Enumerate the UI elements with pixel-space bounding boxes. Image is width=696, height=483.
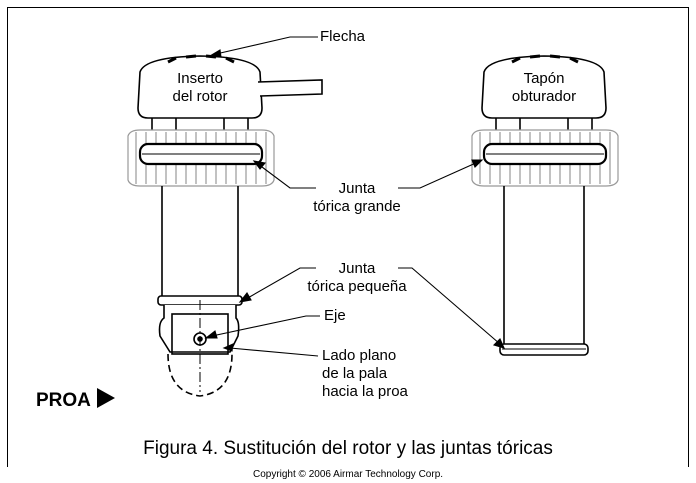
label-flat-side-line3: hacia la proa [322,383,408,400]
bow-arrow-icon [96,388,115,408]
flecha-arrow-marks [167,54,235,64]
label-flat-side: Lado plano de la pala hacia la proa [322,347,408,401]
label-small-oring-line1: Junta [338,260,376,277]
label-small-oring-line2: tórica pequeña [307,278,407,295]
rotor-insert-assembly [127,54,323,397]
label-small-oring: Junta tórica pequeña [290,260,424,296]
label-rotor-insert: Inserto del rotor [158,70,242,106]
plug-stem [503,186,585,344]
copyright-notice: Copyright © 2006 Airmar Technology Corp. [252,469,444,480]
rotor-cage [158,305,240,353]
label-large-oring-line2: tórica grande [313,198,401,215]
cable [257,79,323,97]
label-large-oring: Junta tórica grande [296,180,418,216]
label-large-oring-line1: Junta [338,180,376,197]
label-plug-line1: Tapón [523,70,565,87]
label-arrow: Flecha [320,28,366,45]
label-plug: Tapón obturador [500,70,588,106]
label-plug-line2: obturador [511,88,577,105]
label-rotor-insert-line2: del rotor [172,88,228,105]
figure-caption: Figura 4. Sustitución del rotor y las ju… [143,438,553,459]
label-flat-side-line2: de la pala [322,365,388,382]
blanking-plug-assembly [471,54,619,356]
leader-lines [204,36,505,357]
bow-label: PROA [36,390,91,411]
label-flat-side-line1: Lado plano [322,347,397,364]
rotor-stem [161,186,239,296]
bow-indicator: PROA [36,388,115,412]
figure-frame [7,7,689,467]
label-rotor-insert-line1: Inserto [177,70,223,87]
label-shaft: Eje [324,307,346,324]
paddle-dashed [167,353,233,397]
